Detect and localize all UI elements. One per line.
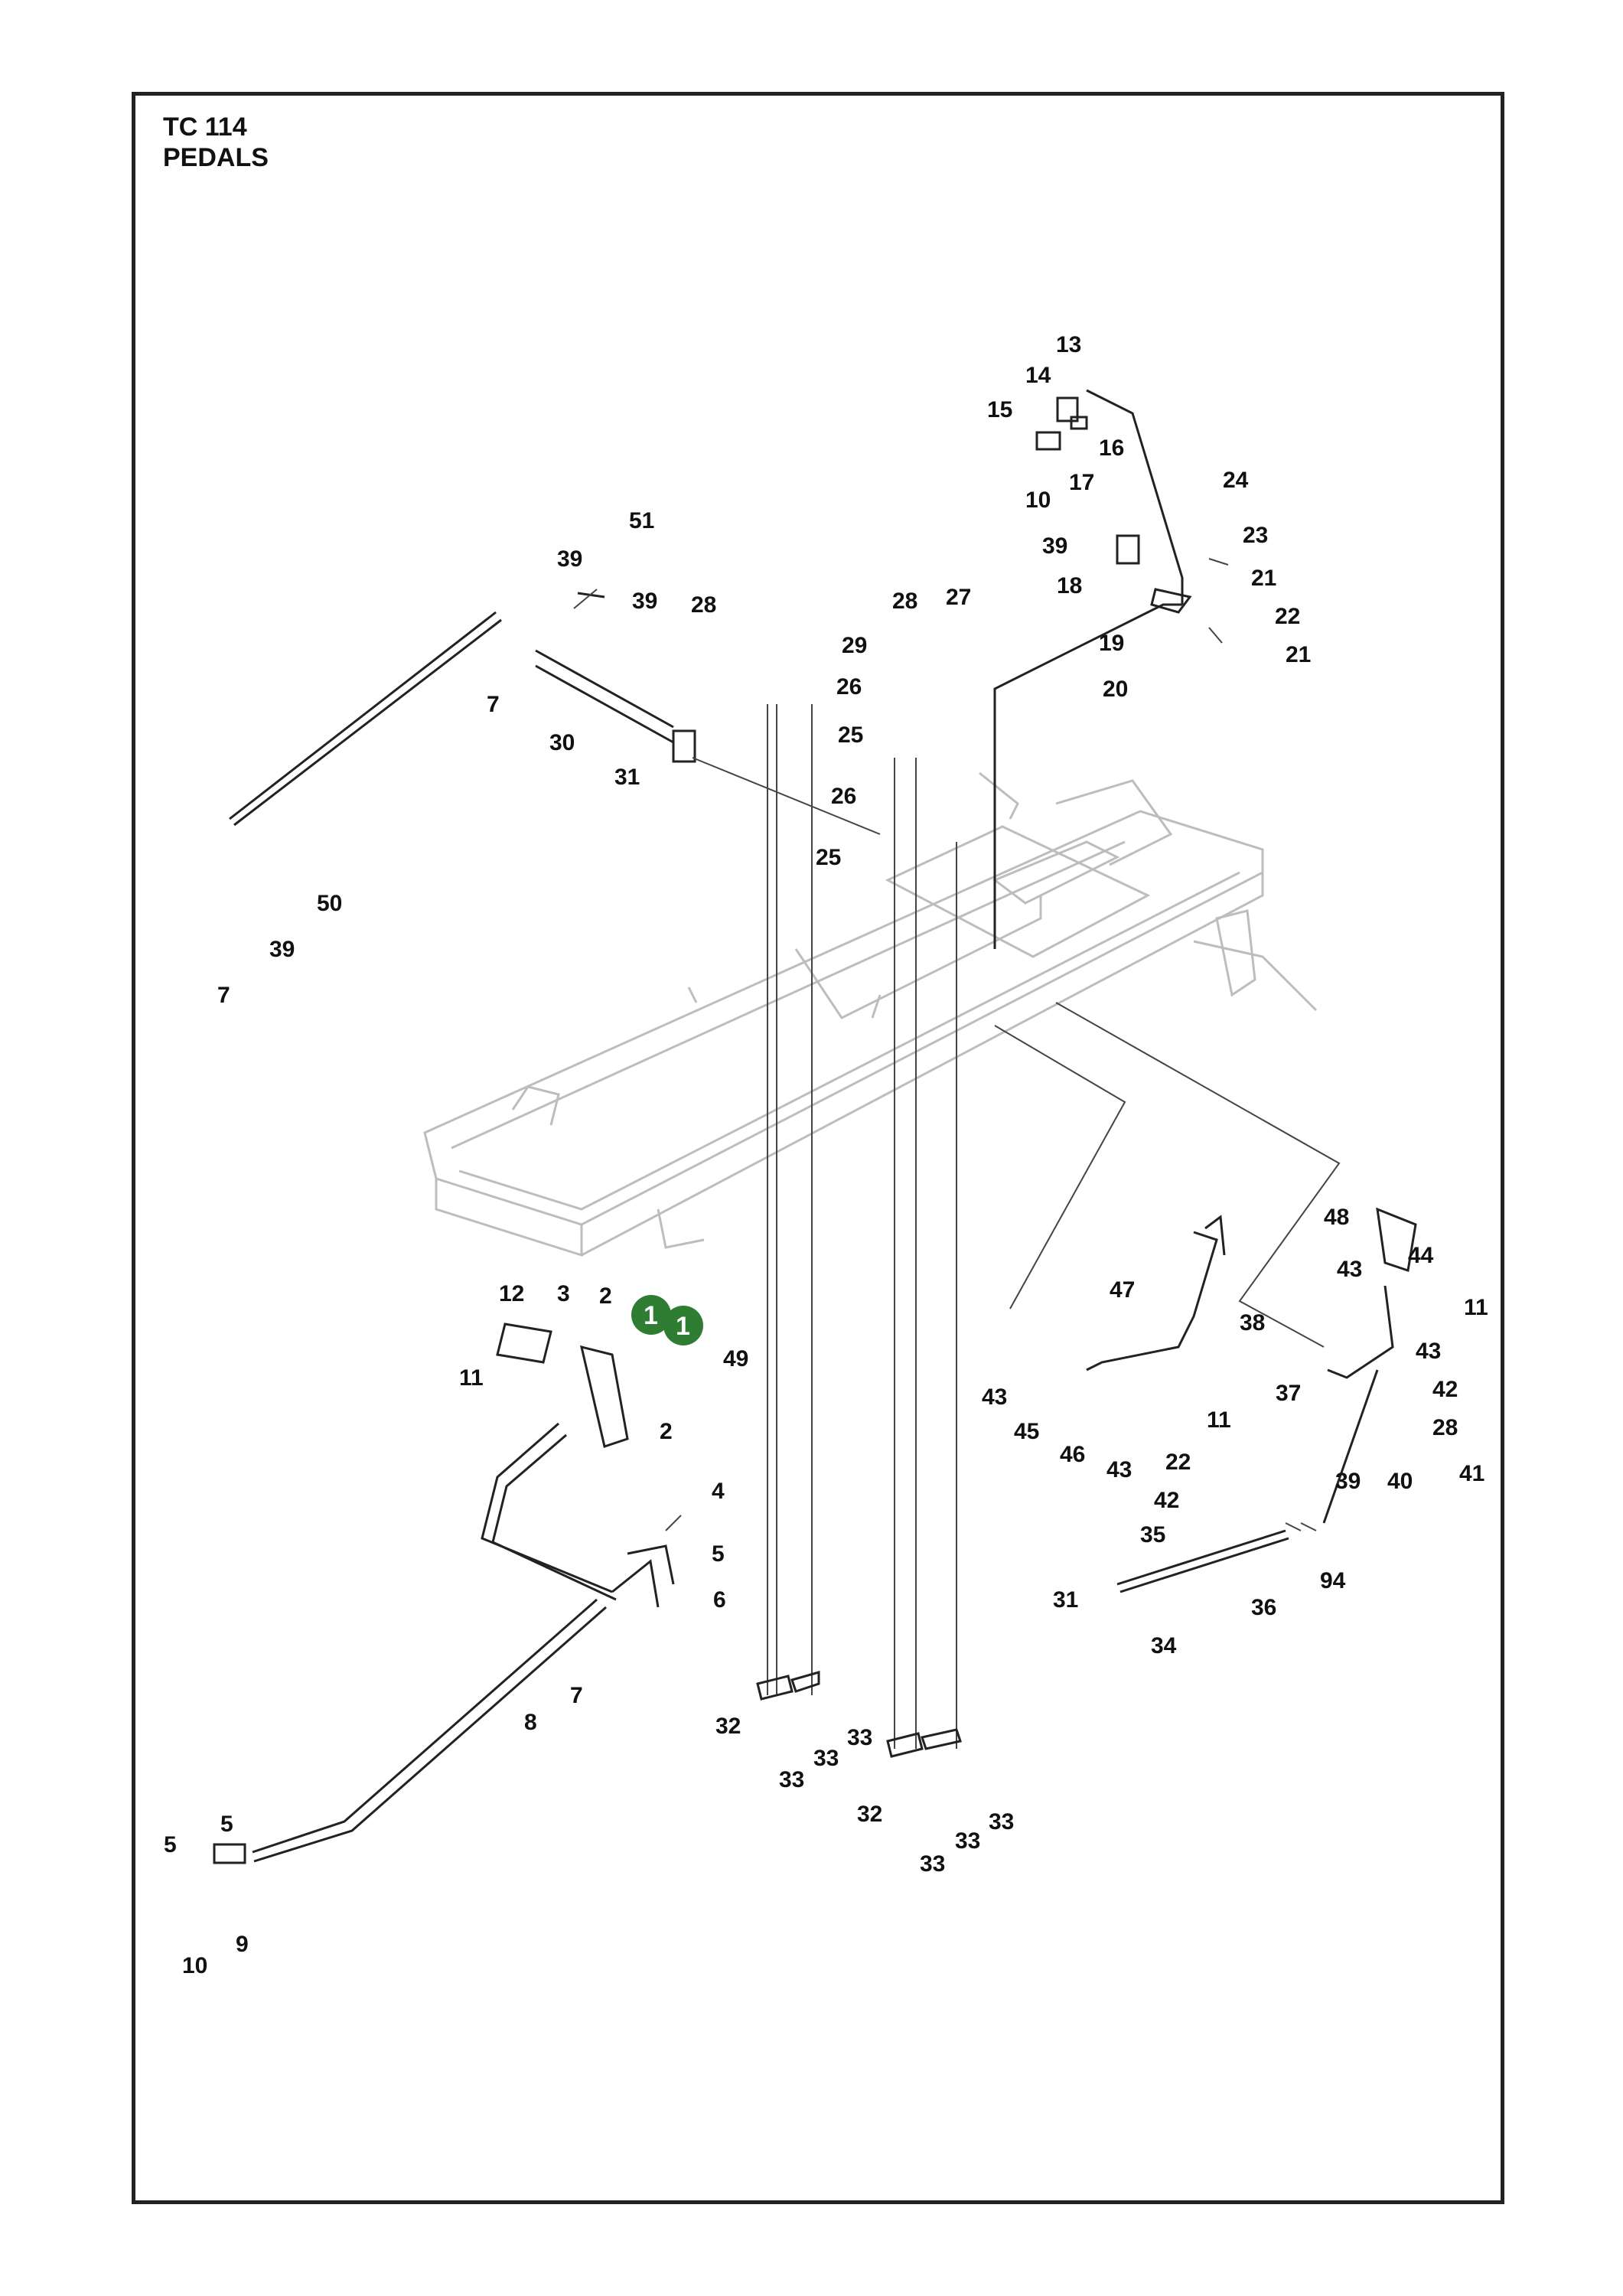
callout-48: 48 <box>1324 1205 1349 1230</box>
callout-46: 46 <box>1060 1442 1085 1467</box>
callout-30: 30 <box>549 730 575 755</box>
callout-25: 25 <box>838 722 863 748</box>
callout-7: 7 <box>217 983 230 1008</box>
callout-13: 13 <box>1056 332 1081 357</box>
callout-15: 15 <box>987 397 1012 422</box>
callout-33: 33 <box>955 1828 980 1854</box>
callout-10: 10 <box>1025 488 1051 513</box>
callout-11: 11 <box>1207 1407 1231 1433</box>
callout-33: 33 <box>847 1725 872 1750</box>
callout-20: 20 <box>1103 677 1128 702</box>
control-linkage-top <box>993 389 1229 949</box>
callout-38: 38 <box>1240 1310 1265 1336</box>
callout-49: 49 <box>723 1346 748 1371</box>
callout-32: 32 <box>857 1802 882 1827</box>
callout-43: 43 <box>1416 1339 1441 1364</box>
callout-31: 31 <box>1053 1587 1078 1613</box>
bottom-brackets <box>756 1671 962 1758</box>
callout-39: 39 <box>1335 1469 1361 1494</box>
callout-22: 22 <box>1275 604 1300 629</box>
callout-35: 35 <box>1140 1522 1165 1548</box>
badge-1: 1 <box>631 1295 671 1335</box>
callout-3: 3 <box>557 1281 570 1306</box>
callout-26: 26 <box>831 784 856 809</box>
callout-26: 26 <box>836 674 862 700</box>
callout-39: 39 <box>632 589 657 614</box>
badge-1: 1 <box>663 1306 703 1345</box>
left-pedal-assembly <box>213 1322 682 1864</box>
callout-51: 51 <box>629 508 654 533</box>
callout-43: 43 <box>982 1384 1007 1410</box>
callout-44: 44 <box>1408 1243 1434 1268</box>
drawing-frame <box>132 92 1504 2204</box>
callout-33: 33 <box>779 1767 804 1792</box>
svg-text:1: 1 <box>676 1312 690 1341</box>
callout-16: 16 <box>1099 435 1124 461</box>
callout-43: 43 <box>1337 1257 1362 1282</box>
callout-8: 8 <box>524 1710 537 1735</box>
highlight-badges: 1 1 <box>631 1295 703 1345</box>
callout-14: 14 <box>1025 363 1051 388</box>
callout-39: 39 <box>269 937 295 962</box>
callout-24: 24 <box>1223 468 1249 493</box>
right-pedal-assembly <box>994 1002 1417 1593</box>
callout-29: 29 <box>842 633 867 658</box>
callout-50: 50 <box>317 891 342 916</box>
tractor-frame <box>423 771 1318 1257</box>
callout-5: 5 <box>712 1541 725 1567</box>
callout-36: 36 <box>1251 1595 1276 1620</box>
callout-7: 7 <box>570 1683 583 1708</box>
callout-28: 28 <box>892 589 917 614</box>
callout-94: 94 <box>1320 1568 1346 1593</box>
callout-2: 2 <box>599 1283 612 1309</box>
callout-39: 39 <box>1042 533 1067 559</box>
callout-42: 42 <box>1154 1488 1179 1513</box>
svg-text:1: 1 <box>644 1301 658 1330</box>
section-name: PEDALS <box>163 143 269 172</box>
callout-42: 42 <box>1432 1377 1458 1402</box>
left-rod-assembly <box>229 589 881 835</box>
callout-27: 27 <box>946 585 971 610</box>
callout-33: 33 <box>813 1746 839 1771</box>
callout-39: 39 <box>557 546 582 572</box>
callout-41: 41 <box>1459 1461 1484 1486</box>
callout-17: 17 <box>1069 470 1094 495</box>
callout-7: 7 <box>487 692 500 717</box>
callout-31: 31 <box>614 765 640 790</box>
callout-9: 9 <box>236 1932 249 1957</box>
callout-45: 45 <box>1014 1419 1039 1444</box>
callout-32: 32 <box>715 1714 741 1739</box>
callout-43: 43 <box>1106 1457 1132 1482</box>
callout-11: 11 <box>1464 1295 1488 1320</box>
callout-33: 33 <box>920 1851 945 1877</box>
callout-21: 21 <box>1286 642 1311 667</box>
callout-19: 19 <box>1099 631 1124 656</box>
callout-5: 5 <box>220 1812 233 1837</box>
callout-5: 5 <box>164 1832 177 1857</box>
callout-37: 37 <box>1276 1381 1301 1406</box>
callout-11: 11 <box>459 1365 484 1391</box>
callout-12: 12 <box>499 1281 524 1306</box>
callout-25: 25 <box>816 845 841 870</box>
callout-47: 47 <box>1110 1277 1135 1303</box>
callout-18: 18 <box>1057 573 1082 598</box>
callout-21: 21 <box>1251 566 1276 591</box>
callout-33: 33 <box>989 1809 1014 1835</box>
callout-34: 34 <box>1151 1633 1177 1658</box>
page-title: TC 114 PEDALS <box>163 112 269 173</box>
callout-28: 28 <box>691 592 716 618</box>
model-name: TC 114 <box>163 113 247 142</box>
callout-28: 28 <box>1432 1415 1458 1440</box>
callout-4: 4 <box>712 1479 725 1504</box>
callout-6: 6 <box>713 1587 726 1613</box>
callout-40: 40 <box>1387 1469 1413 1494</box>
callout-2: 2 <box>660 1419 673 1444</box>
mounting-rods <box>767 704 957 1749</box>
callout-23: 23 <box>1243 523 1268 548</box>
callout-22: 22 <box>1165 1450 1191 1475</box>
callout-10: 10 <box>182 1953 207 1978</box>
callout-labels: 13 14 15 16 24 17 10 39 23 18 21 22 19 2… <box>164 332 1488 1978</box>
